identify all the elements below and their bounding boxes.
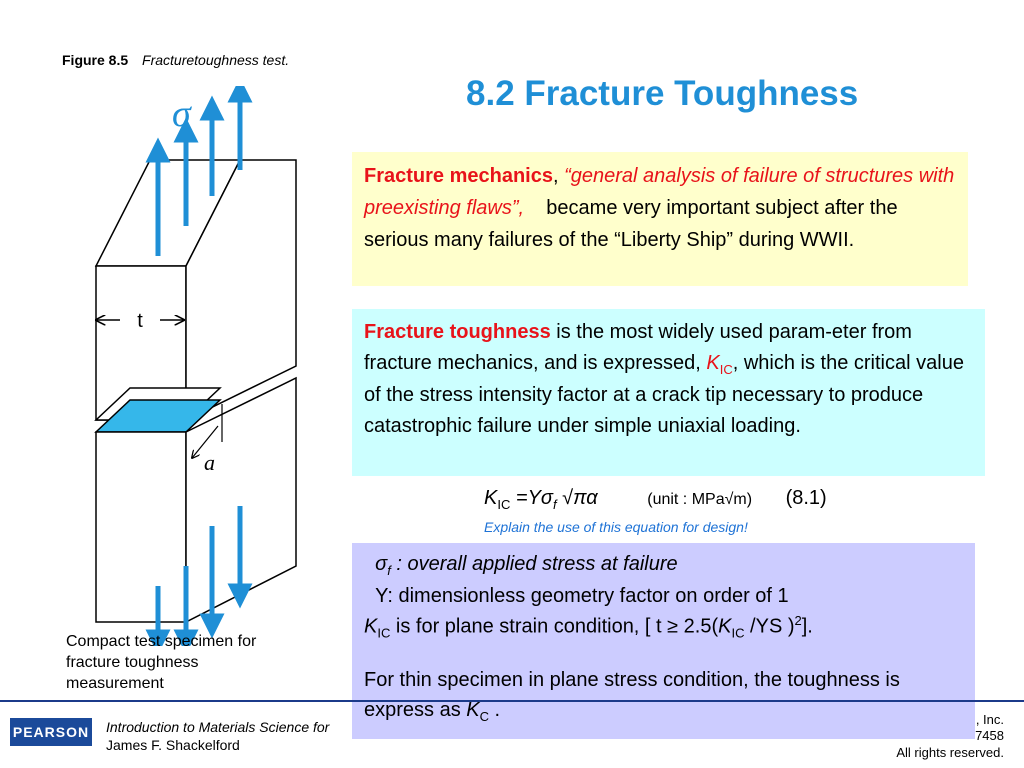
equation-8-1: KIC =Yσf √πα (unit : MPa√m) (8.1) [484,487,827,512]
book-title: Introduction to Materials Science for [106,719,330,735]
figure-label: Figure 8.5 [62,52,129,68]
equation-number: (8.1) [785,487,827,509]
variable-sigma: σf : overall applied stress at failure [375,553,678,578]
thickness-label: t [137,310,143,332]
slide-title: 8.2 Fracture Toughness [466,74,859,113]
equation-note: Explain the use of this equation for des… [484,519,748,535]
figure-caption: Figure 8.5 Fracturetoughness test. [62,52,289,68]
specimen-caption: Compact test specimen for fracture tough… [66,633,257,692]
figure-text: Fracturetoughness test. [142,52,290,68]
term-fracture-mechanics: Fracture mechanics [364,165,553,187]
fracture-mechanics-definition: “general analysis of failure of structur… [364,165,955,219]
author: James F. Shackelford [106,737,240,754]
specimen-diagram: t a σ [94,86,297,646]
specimen-block [94,159,297,422]
variable-y: Y: dimensionless geometry factor on orde… [375,584,789,607]
fracture-toughness-box: Fracture toughness is the most widely us… [352,309,985,476]
copyright: , Inc. 7458 All rights reserved. [896,712,1004,760]
term-fracture-toughness: Fracture toughness [364,321,551,343]
equation-unit: (unit : MPa√m) [647,491,753,508]
sigma-label: σ [172,93,192,135]
book-credit: Introduction to Materials Science for Ja… [106,718,329,754]
variables-box: σf : overall applied stress at failure Y… [352,543,975,739]
tension-arrows-down [145,506,253,646]
fracture-mechanics-text: became very important subject after the … [364,197,898,251]
pearson-logo: PEARSON [10,718,92,746]
tension-arrows-up [145,86,253,256]
variable-kic: KIC is for plane strain condition, [ t ≥… [364,612,813,641]
plane-stress-note: For thin specimen in plane stress condit… [364,668,900,724]
footer-divider [0,700,1024,702]
crack-length-label: a [204,450,215,475]
fracture-mechanics-box: Fracture mechanics, “general analysis of… [352,152,968,286]
